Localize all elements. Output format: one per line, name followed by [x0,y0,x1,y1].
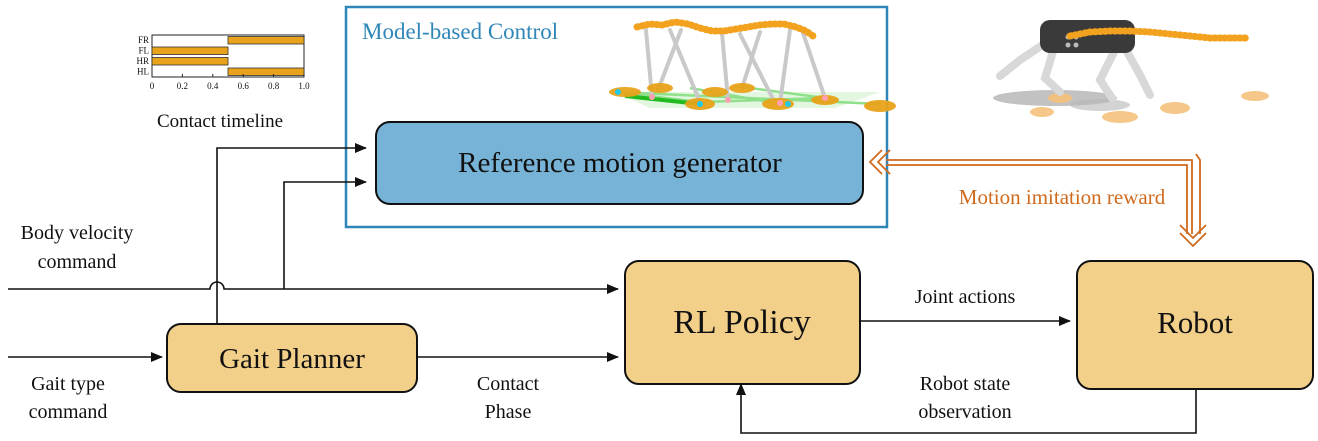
timeline-tick-label: 0.8 [268,81,280,91]
timeline-tick-label: 0.6 [238,81,250,91]
timeline-leg-label: HR [136,56,149,66]
contact-phase-label-line1: Contact [477,373,540,395]
timeline-bar-hl [227,67,305,76]
rl-policy-block [624,260,861,385]
reference-motion-illustration [609,18,896,112]
body-velocity-arrow [8,281,619,294]
model-based-control-title: Model-based Control [362,19,558,44]
timeline-leg-label: FR [138,35,149,45]
timeline-bars [151,36,305,76]
robot-state-label-line1: Robot state [920,373,1011,395]
timeline-tick-label: 1.0 [298,81,310,91]
body-velocity-label-line1: Body velocity [21,222,134,244]
timeline-caption: Contact timeline [157,111,283,132]
timeline-bar-hr [151,57,229,66]
imitation-reward-connector [868,149,1207,248]
timeline-bar-fl [151,46,229,55]
quadruped-robot-illustration [993,20,1269,123]
gait-planner-label: Gait Planner [219,343,365,375]
robot-block [1076,260,1314,390]
robot-state-label-line2: observation [918,401,1011,423]
contact-phase-label-line2: Phase [485,401,532,423]
timeline-leg-label: FL [138,46,149,56]
imitation-reward-label: Motion imitation reward [959,185,1166,209]
timeline-tick-label: 0.2 [177,81,188,91]
reference-generator-label: Reference motion generator [458,147,782,179]
velocity-to-reference-arrow [283,177,367,289]
gait-to-reference-arrow [216,143,367,324]
timeline-tick-label: 0.4 [207,81,219,91]
joint-actions-label: Joint actions [915,286,1016,308]
timeline-tick-labels: 0 0.2 0.4 0.6 0.8 1.0 [150,74,310,91]
state-feedback-arrow [736,383,1197,434]
reference-generator-block [375,121,864,205]
model-based-control-frame [344,5,889,229]
gait-type-label-line2: command [29,401,108,423]
rl-policy-label: RL Policy [673,304,811,341]
timeline-bar-fr [227,36,305,45]
timeline-tick-label: 0 [150,81,155,91]
timeline-leg-label: HL [137,67,149,77]
robot-label: Robot [1157,305,1233,340]
body-velocity-label-line2: command [38,251,117,273]
gait-planner-block [166,323,418,393]
gait-type-label-line1: Gait type [31,373,105,395]
